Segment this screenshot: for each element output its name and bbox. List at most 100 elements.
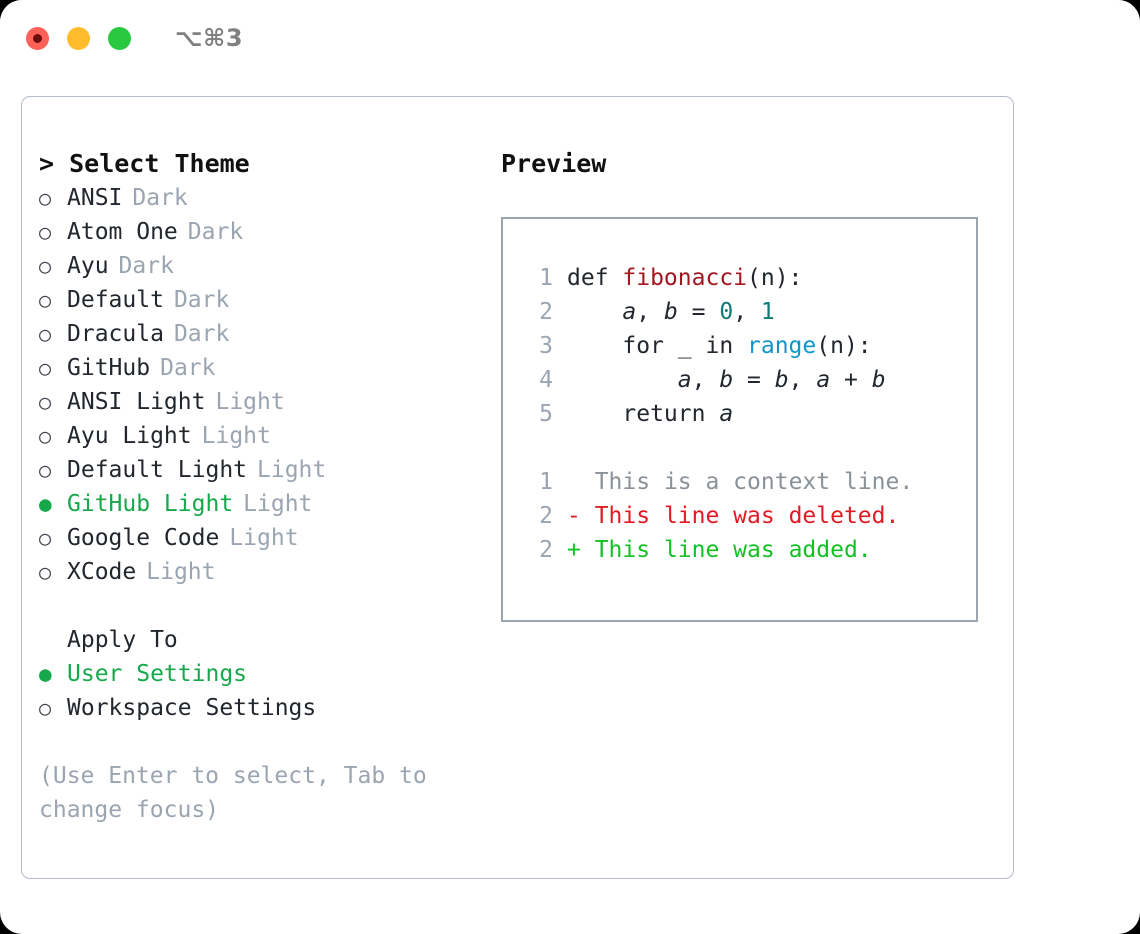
apply-to-item[interactable]: ○ Workspace Settings [39, 691, 484, 725]
line-number: 2 [539, 503, 553, 529]
diff-sample: 1 This is a context line.2- This line wa… [521, 465, 976, 567]
line-number: 2 [539, 537, 553, 563]
radio-unselected-icon[interactable]: ○ [39, 424, 52, 448]
radio-unselected-icon[interactable]: ○ [39, 458, 52, 482]
theme-name: Atom One [67, 219, 178, 245]
code-line-content: a, b = 0, 1 [567, 295, 775, 329]
diff-line: 1 This is a context line. [521, 465, 976, 499]
theme-variant-badge: Dark [173, 321, 230, 347]
theme-name: GitHub Light [67, 491, 234, 517]
radio-unselected-icon[interactable]: ○ [39, 220, 52, 244]
code-line-content: def fibonacci(n): [567, 261, 802, 295]
radio-unselected-icon[interactable]: ○ [39, 390, 52, 414]
diff-line: 2- This line was deleted. [521, 499, 976, 533]
code-token: b [871, 367, 886, 393]
radio-unselected-icon[interactable]: ○ [39, 356, 52, 380]
apply-to-list[interactable]: ●User Settings ○ Workspace Settings [39, 657, 484, 725]
theme-variant-badge: Light [229, 525, 299, 551]
apply-to-header-row: ○ Apply To [39, 623, 484, 657]
code-diff-spacer [521, 431, 976, 465]
code-token: b [719, 367, 734, 393]
diff-text: This is a context line. [594, 469, 914, 495]
code-token: def [567, 265, 623, 291]
theme-name: Ayu [67, 253, 109, 279]
spacer-bullet: ○ [39, 623, 67, 657]
theme-list-item[interactable]: ○ Default Light Light [39, 453, 484, 487]
code-token: + [830, 367, 872, 393]
code-token: for _ in [567, 333, 748, 359]
radio-unselected-icon[interactable]: ○ [39, 526, 52, 550]
diff-marker: - [567, 503, 595, 529]
theme-name: Google Code [67, 525, 220, 551]
diff-line: 2 + This line was added. [521, 533, 976, 567]
code-token: a [622, 299, 637, 325]
theme-name: Dracula [67, 321, 164, 347]
select-theme-header: > Select Theme [39, 149, 250, 178]
maximize-button[interactable] [108, 26, 131, 50]
theme-name: Default Light [67, 457, 248, 483]
preview-title: Preview [501, 149, 607, 178]
radio-unselected-icon[interactable]: ○ [39, 696, 52, 720]
apply-to-header: Apply To [67, 627, 178, 653]
diff-text: This line was added. [594, 537, 872, 563]
minimize-button[interactable] [67, 26, 90, 50]
theme-name: ANSI Light [67, 389, 206, 415]
theme-list-item[interactable]: ○ Dracula Dark [39, 317, 484, 351]
diff-marker: + [567, 537, 595, 563]
theme-list-item[interactable]: ○ Google Code Light [39, 521, 484, 555]
code-line: 4 a, b = b, a + b [521, 363, 976, 397]
theme-list-item[interactable]: ○ Ayu Dark [39, 249, 484, 283]
theme-name: GitHub [67, 355, 151, 381]
theme-variant-badge: Light [243, 491, 313, 517]
radio-selected-icon[interactable]: ● [39, 492, 52, 516]
code-token: 1 [760, 299, 775, 325]
radio-unselected-icon[interactable]: ○ [39, 254, 52, 278]
theme-list-item[interactable]: ● GitHub Light Light [39, 487, 484, 521]
code-token: range [747, 333, 817, 359]
title-bar: ⌥⌘3 [0, 0, 1140, 76]
code-token: a [816, 367, 831, 393]
code-token [567, 367, 678, 393]
code-token: a [719, 401, 734, 427]
code-token: (n): [747, 265, 803, 291]
code-token: , [691, 367, 720, 393]
radio-unselected-icon[interactable]: ○ [39, 560, 52, 584]
radio-unselected-icon[interactable]: ○ [39, 186, 52, 210]
line-number: 3 [539, 333, 553, 359]
code-line-content: for _ in range(n): [567, 329, 871, 363]
window-controls [26, 26, 131, 50]
code-line-content: return a [567, 397, 733, 431]
apply-to-item[interactable]: ●User Settings [39, 657, 484, 691]
theme-name: Ayu Light [67, 423, 192, 449]
keyboard-shortcut-label: ⌥⌘3 [175, 24, 244, 52]
code-token: 0 [719, 299, 734, 325]
theme-variant-badge: Dark [118, 253, 174, 279]
code-token: , [788, 367, 817, 393]
radio-unselected-icon[interactable]: ○ [39, 322, 52, 346]
apply-to-label: Workspace Settings [67, 695, 317, 721]
code-token: return [567, 401, 720, 427]
theme-variant-badge: Light [257, 457, 327, 483]
code-token: = [733, 367, 775, 393]
radio-selected-icon[interactable]: ● [39, 662, 52, 686]
code-token: a [677, 367, 692, 393]
close-button[interactable] [26, 26, 49, 50]
theme-name: Default [67, 287, 164, 313]
radio-unselected-icon[interactable]: ○ [39, 288, 52, 312]
keyboard-hint: (Use Enter to select, Tab to change focu… [39, 763, 427, 823]
code-line-content: a, b = b, a + b [567, 363, 886, 397]
line-number: 4 [539, 367, 553, 393]
code-token: = [677, 299, 720, 325]
line-number: 2 [539, 299, 553, 325]
